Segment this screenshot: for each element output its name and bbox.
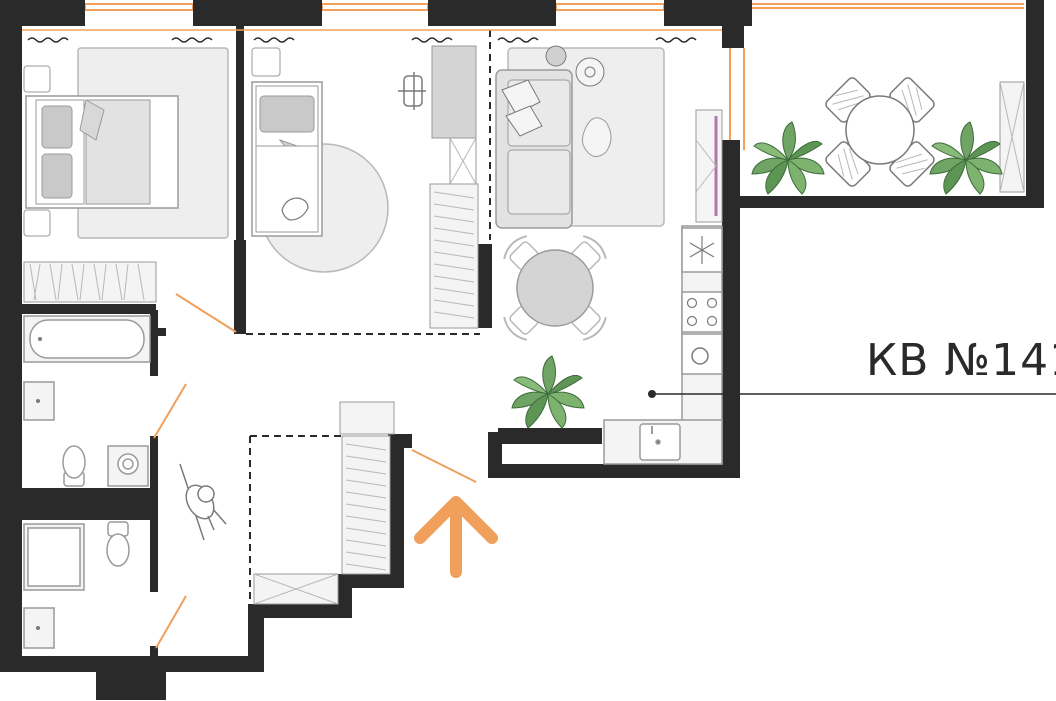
shelf	[339, 401, 395, 435]
balcony	[751, 77, 1025, 195]
wardrobe	[429, 183, 479, 329]
tv	[695, 109, 723, 223]
label-leader	[648, 390, 1056, 398]
door-swings	[153, 293, 477, 649]
kitchen	[603, 225, 723, 465]
person-icon	[179, 463, 227, 541]
child-room	[251, 45, 479, 329]
curtains	[22, 29, 722, 43]
balcony-table	[825, 77, 935, 187]
hallway	[179, 401, 395, 605]
washing-machine	[681, 333, 723, 375]
apartment-number: КВ №141	[866, 335, 1056, 386]
bathroom-2	[23, 521, 130, 649]
plant-icon	[511, 355, 585, 429]
plant-icon	[751, 121, 825, 195]
wardrobe	[23, 261, 157, 303]
desk-chair	[398, 72, 426, 110]
master-bedroom	[23, 47, 229, 303]
stove	[681, 291, 723, 333]
entrance-arrow-icon	[414, 496, 498, 578]
toilet	[62, 445, 86, 479]
bathroom-1	[23, 315, 151, 487]
desk	[431, 45, 477, 139]
dashed-partitions	[246, 30, 491, 604]
snowflake-icon	[689, 236, 715, 264]
nightstand	[23, 209, 51, 237]
plant-icon	[929, 121, 1003, 195]
toilet	[106, 533, 130, 567]
dining-table	[499, 231, 611, 345]
living-room	[495, 45, 723, 429]
nightstand	[23, 65, 51, 93]
